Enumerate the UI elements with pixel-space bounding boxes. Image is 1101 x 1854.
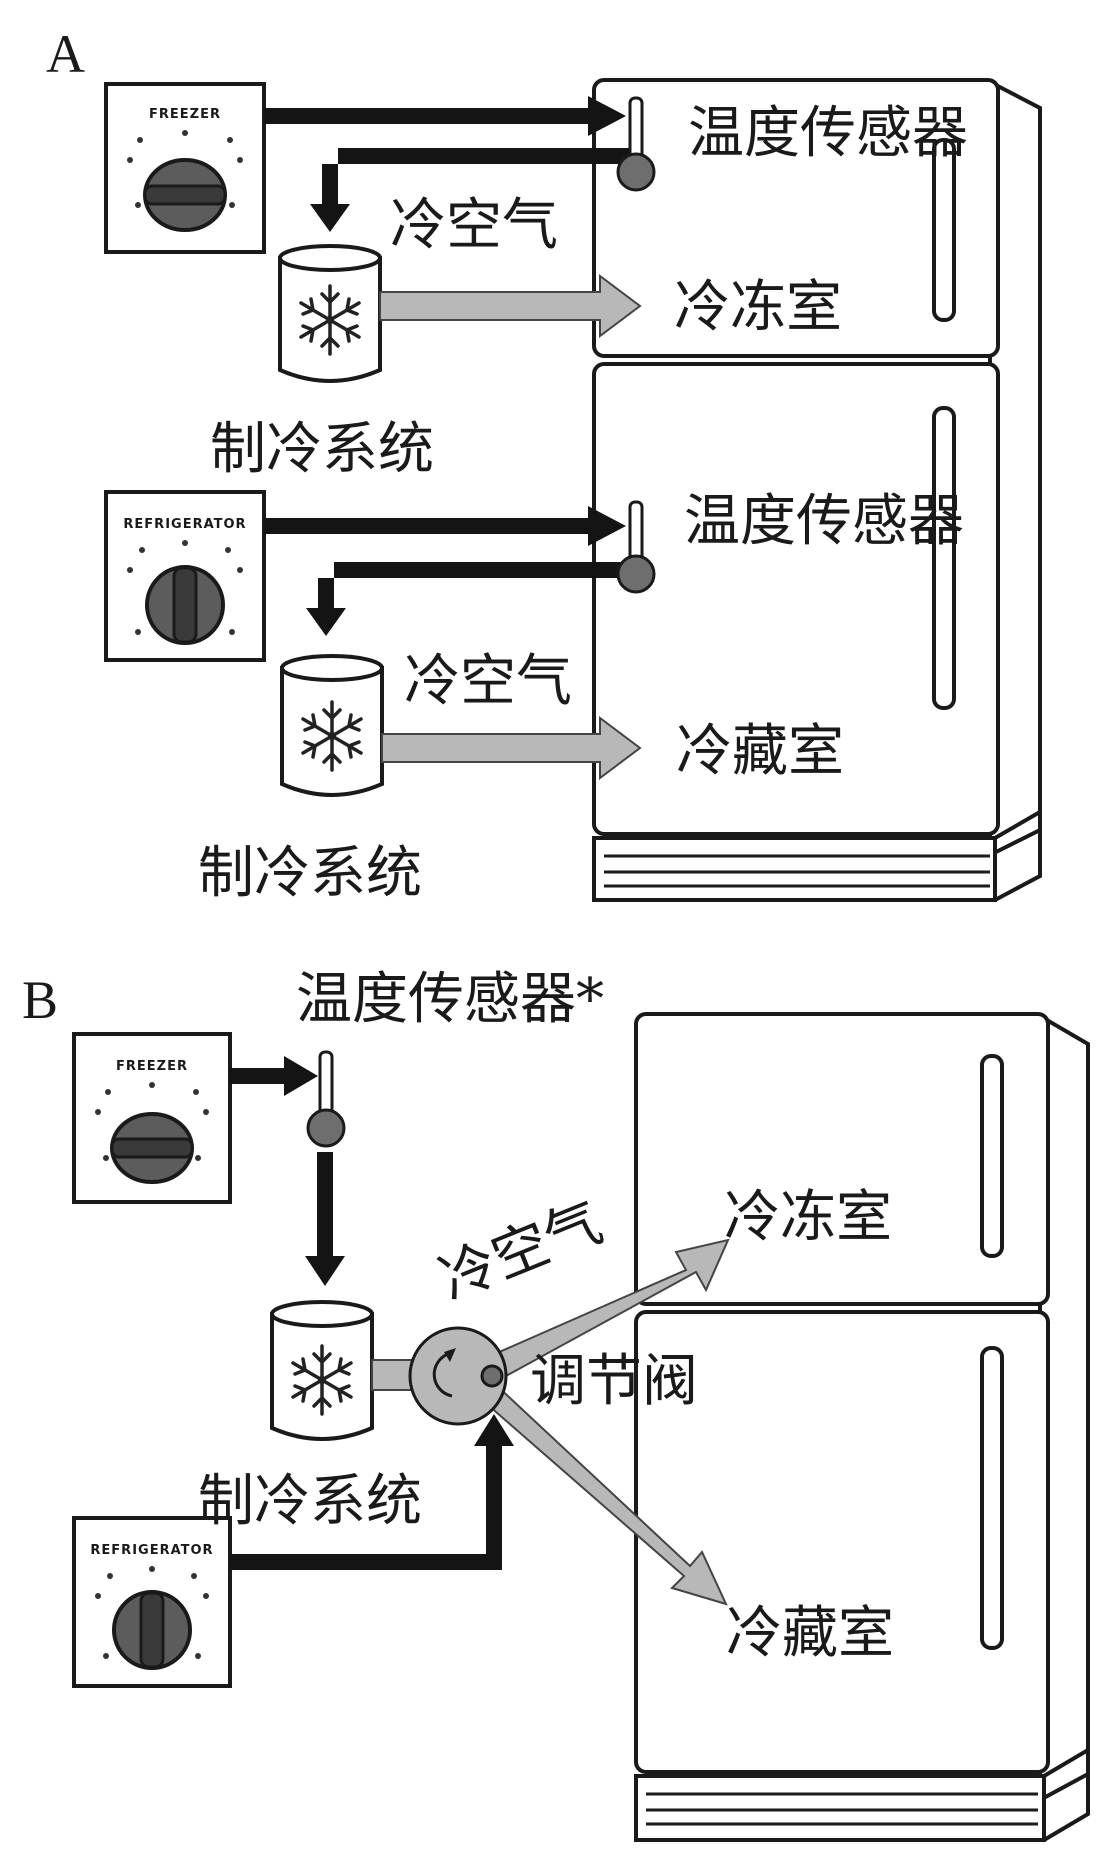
cooling-system-icon-bottom-a — [280, 654, 384, 797]
cooling-system-icon-top-a — [278, 244, 382, 383]
freezer-dial-label-b: FREEZER — [116, 1059, 188, 1074]
temp-sensor-icon-b — [306, 1050, 346, 1148]
refrigerator-dial-b[interactable]: REFRIGERATOR — [72, 1516, 232, 1688]
freezer-dial-a[interactable]: FREEZER — [104, 82, 266, 254]
freezer-compartment-label-a: 冷冻室 — [674, 275, 842, 340]
control-arrows-b — [230, 1056, 514, 1570]
cold-air-label-b: 冷空气 — [431, 1190, 611, 1313]
cooling-system-label-top-a: 制冷系统 — [210, 417, 434, 482]
fridge-compartment-label-b: 冷藏室 — [726, 1601, 894, 1666]
temp-sensor-label-bottom-a: 温度传感器 — [684, 489, 964, 554]
refrigerator-dial-label-b: REFRIGERATOR — [90, 1543, 213, 1558]
regulating-valve-label: 调节阀 — [530, 1349, 698, 1414]
fridge-b — [634, 1012, 1090, 1842]
cooling-system-icon-b — [270, 1300, 374, 1441]
control-arrows-a — [264, 96, 630, 636]
temp-sensor-icon-top-a — [616, 96, 656, 192]
refrigerator-dial-label-a: REFRIGERATOR — [123, 517, 246, 532]
freezer-dial-b[interactable]: FREEZER — [72, 1032, 232, 1204]
freezer-dial-label-a: FREEZER — [149, 107, 221, 122]
refrigerator-dial-a[interactable]: REFRIGERATOR — [104, 490, 266, 662]
cold-air-arrows-b — [371, 1238, 730, 1606]
temp-sensor-label-top-a: 温度传感器 — [688, 101, 968, 166]
temp-sensor-label-b: 温度传感器* — [296, 967, 604, 1032]
fridge-a — [592, 78, 1042, 902]
fridge-compartment-label-a: 冷藏室 — [676, 719, 844, 784]
regulating-valve-icon[interactable] — [408, 1326, 508, 1426]
temp-sensor-icon-bottom-a — [616, 500, 656, 594]
freezer-compartment-label-b: 冷冻室 — [724, 1185, 892, 1250]
cold-air-arrows-a — [379, 274, 642, 780]
cold-air-label-top-a: 冷空气 — [390, 193, 558, 258]
panel-b-label: B — [22, 970, 58, 1030]
cooling-system-label-bottom-a: 制冷系统 — [198, 841, 422, 906]
panel-a-label: A — [46, 24, 85, 84]
cold-air-label-bottom-a: 冷空气 — [404, 649, 572, 714]
cooling-system-label-b: 制冷系统 — [198, 1469, 422, 1534]
